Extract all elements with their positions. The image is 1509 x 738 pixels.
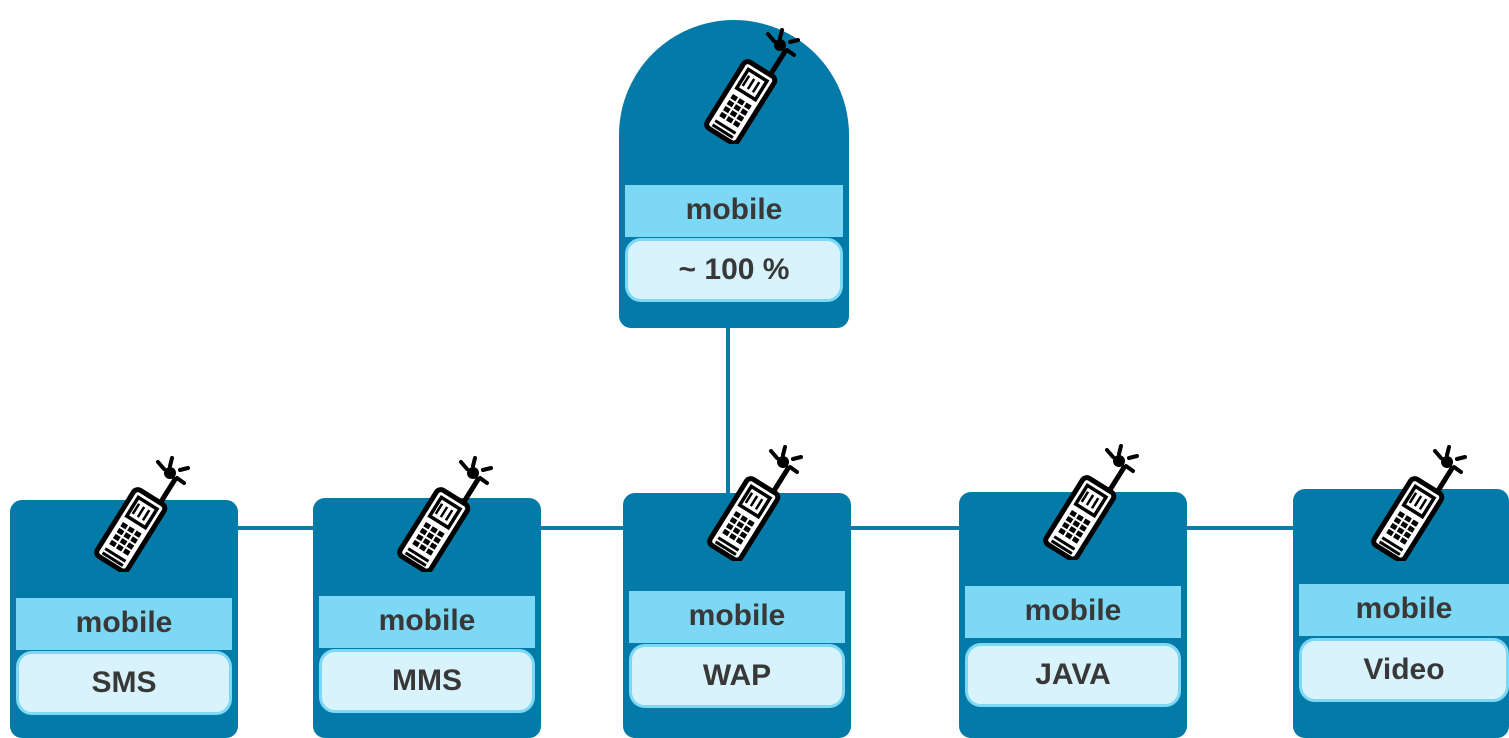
mobile-phone-icon	[707, 445, 803, 561]
node-label: mobile	[16, 598, 232, 650]
mobile-phone-icon	[397, 456, 493, 572]
node-value: JAVA	[965, 643, 1181, 707]
mobile-node-top: mobile ~ 100 %	[619, 20, 849, 328]
mobile-node-video: mobile Video	[1293, 445, 1509, 738]
node-label: mobile	[629, 591, 845, 643]
mobile-node-sms: mobile SMS	[10, 456, 238, 738]
node-label: mobile	[319, 596, 535, 648]
mobile-phone-icon	[1371, 445, 1467, 561]
node-value: Video	[1299, 638, 1509, 702]
node-label: mobile	[1299, 584, 1509, 636]
node-value: SMS	[16, 651, 232, 715]
mobile-node-mms: mobile MMS	[313, 456, 541, 738]
node-label: mobile	[965, 586, 1181, 638]
node-value: MMS	[319, 649, 535, 713]
mobile-node-java: mobile JAVA	[959, 444, 1187, 738]
node-value: WAP	[629, 644, 845, 708]
mobile-phone-icon	[94, 456, 190, 572]
node-label: mobile	[625, 185, 843, 237]
mobile-phone-icon	[704, 28, 800, 144]
mobile-phone-icon	[1043, 444, 1139, 560]
mobile-node-wap: mobile WAP	[623, 445, 851, 738]
node-value: ~ 100 %	[625, 238, 843, 302]
